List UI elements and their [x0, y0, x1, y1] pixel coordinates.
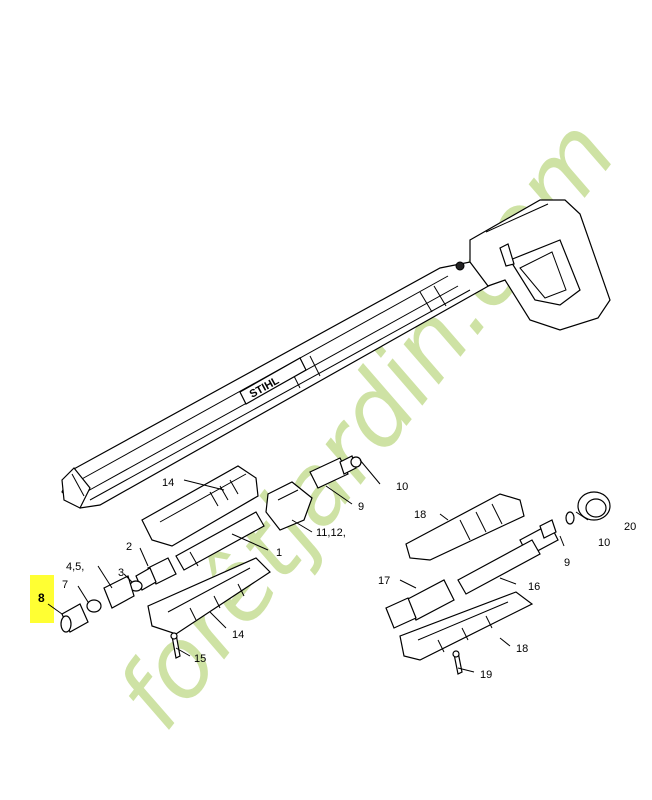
label-3: 3: [118, 567, 124, 579]
label-10-left: 10: [396, 481, 408, 493]
label-4-5: 4,5,: [66, 561, 84, 573]
label-9-right: 9: [564, 557, 570, 569]
label-16: 16: [528, 581, 540, 593]
label-7: 7: [62, 579, 68, 591]
leader-lines: [77, 459, 589, 673]
label-14-lower: 14: [232, 629, 244, 641]
label-18-lower: 18: [516, 643, 528, 655]
label-15: 15: [194, 653, 206, 665]
label-8-highlighted: 8: [38, 591, 45, 605]
part-labels: 14 10 9 2 1 11,12, 4,5, 7 3 14 15 18 20 …: [62, 477, 636, 681]
label-19: 19: [480, 669, 492, 681]
label-20: 20: [624, 521, 636, 533]
left-assembly: [60, 455, 362, 659]
label-14-upper: 14: [162, 477, 174, 489]
spray-lance: STIHL: [61, 199, 611, 509]
label-9-left: 9: [358, 501, 364, 513]
label-10-right: 10: [598, 537, 610, 549]
label-11-12: 11,12,: [316, 527, 346, 539]
label-17: 17: [378, 575, 390, 587]
highlight-box-8[interactable]: 8: [30, 575, 63, 623]
label-2: 2: [126, 541, 132, 553]
label-18-upper: 18: [414, 509, 426, 521]
right-assembly: [385, 491, 611, 675]
label-1: 1: [276, 547, 282, 559]
